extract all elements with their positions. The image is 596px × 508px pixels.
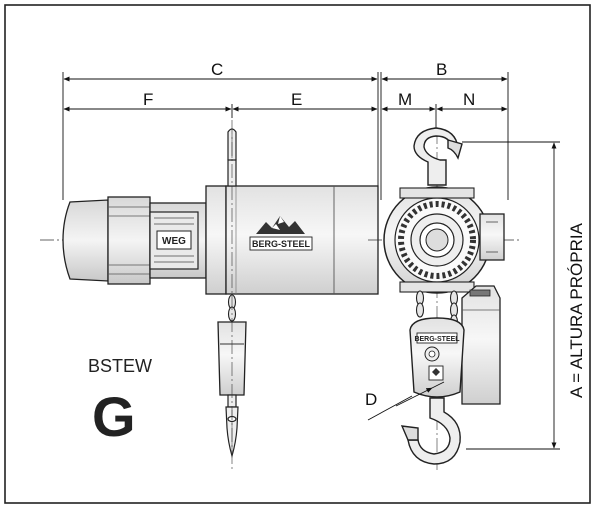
motor-badge <box>156 230 192 250</box>
motor-housing <box>107 196 151 285</box>
terminal-box-side <box>479 213 505 261</box>
dim-label-d: D <box>365 390 377 409</box>
chain-container <box>461 285 501 405</box>
model-name: BSTEW <box>88 356 152 376</box>
body-logo: BERG-STEEL <box>249 216 313 251</box>
hoist-front-view: WEG BERG-STEEL <box>40 120 379 470</box>
dim-label-b: B <box>436 60 447 79</box>
hoist-side-view: BERG-STEEL D <box>365 127 520 470</box>
motor-end-cap <box>62 199 109 282</box>
dim-label-e: E <box>291 90 302 109</box>
motor-badge-text: WEG <box>162 236 186 247</box>
hook-opening-dim <box>367 381 445 421</box>
dim-label-c: C <box>211 60 223 79</box>
lower-hook-side <box>400 397 461 465</box>
model-letter: G <box>92 385 136 448</box>
body-flange <box>205 185 227 295</box>
dimension-lines-front <box>62 72 379 200</box>
dim-label-n: N <box>463 90 475 109</box>
dim-label-m: M <box>398 90 412 109</box>
dimension-lines-side <box>380 72 560 450</box>
top-hook-side <box>413 127 463 186</box>
drawing-frame <box>4 4 591 504</box>
dim-label-a: A = ALTURA PRÓPRIA <box>567 222 586 398</box>
dim-label-f: F <box>143 90 153 109</box>
hook-block-logo: BERG-STEEL <box>414 336 460 343</box>
body-logo-text: BERG-STEEL <box>252 239 311 249</box>
